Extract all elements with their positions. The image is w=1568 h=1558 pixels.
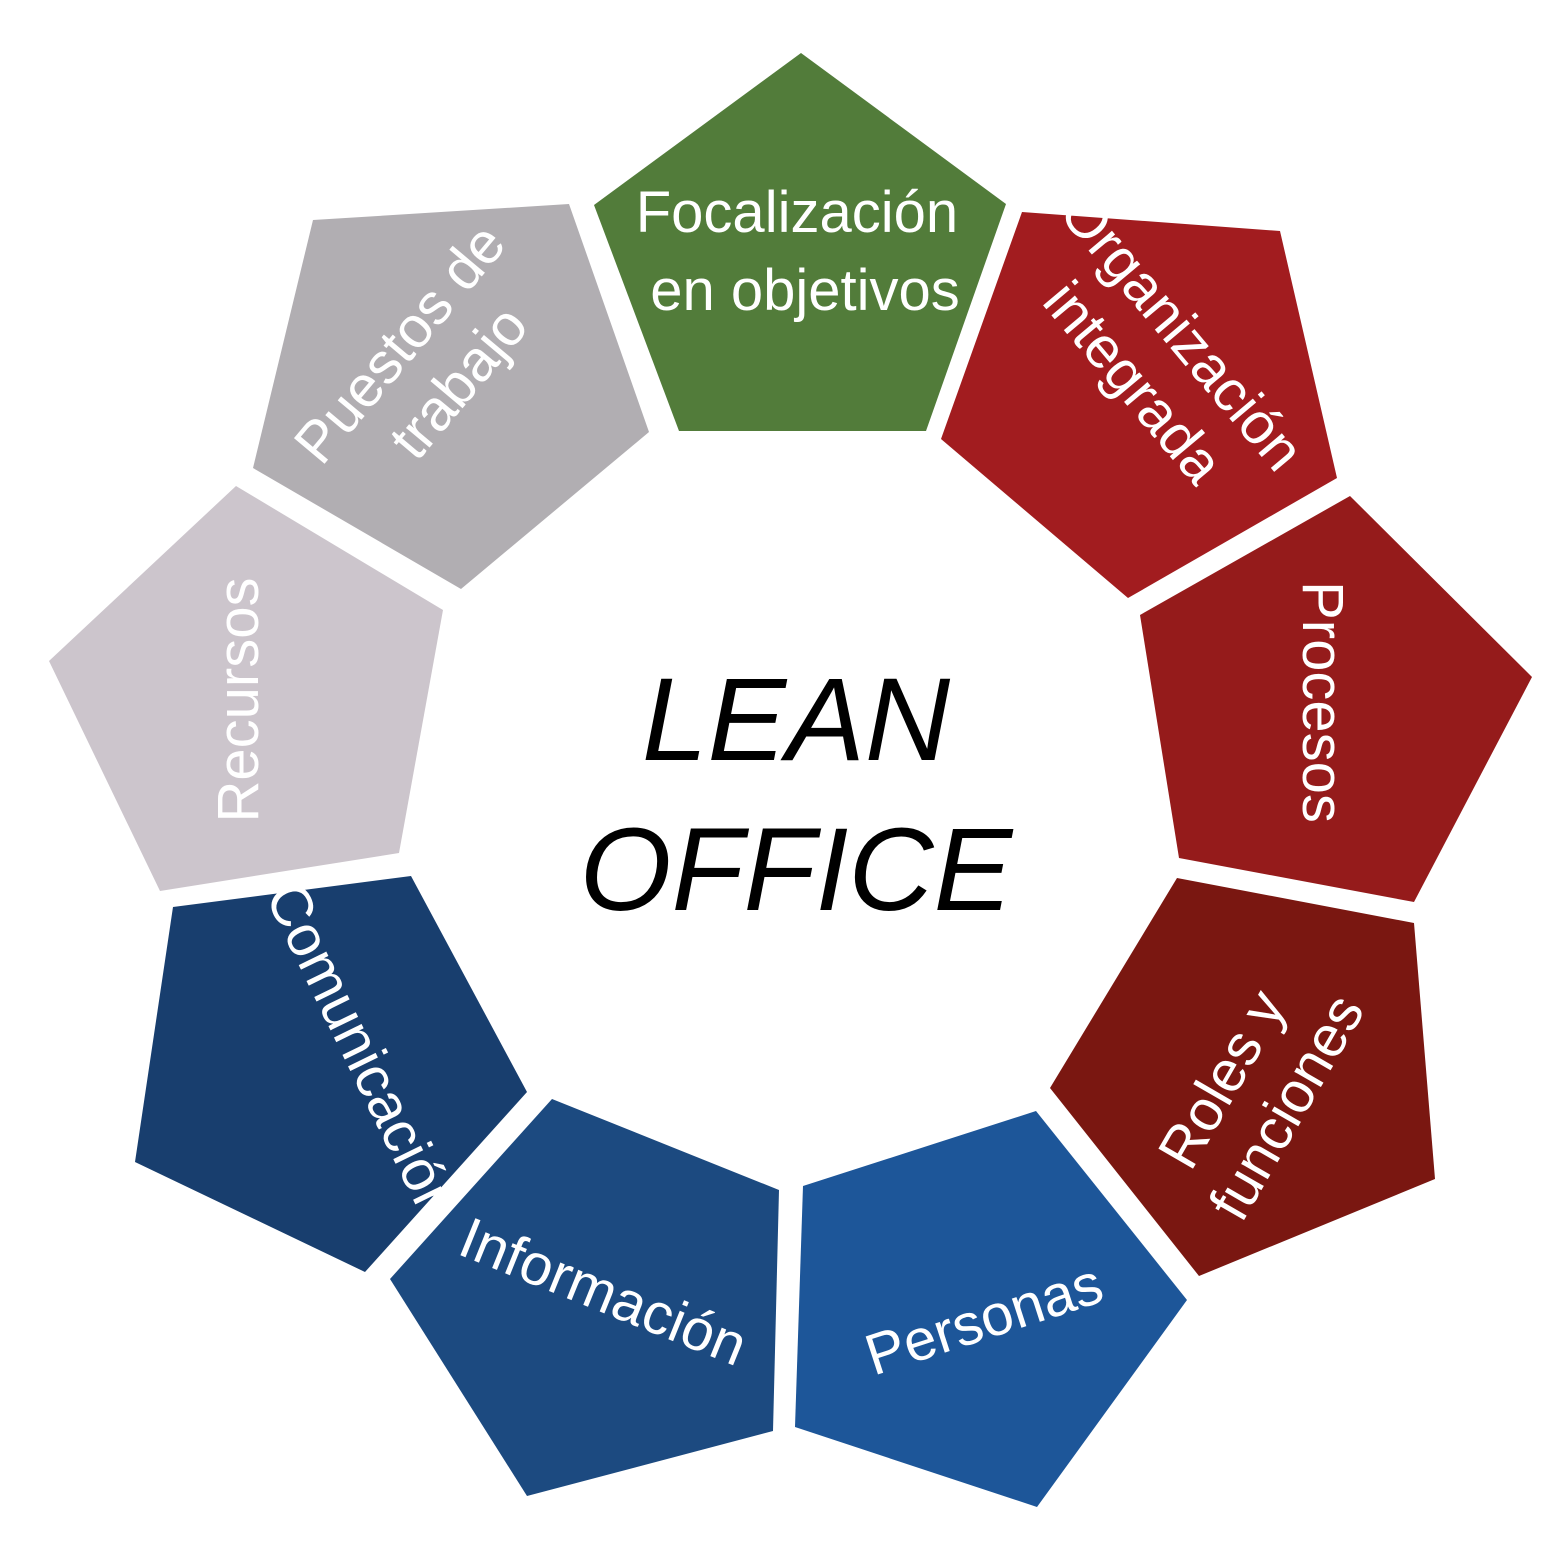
segment-roles: Roles y funciones (1050, 878, 1435, 1276)
segment-puestos: Puestos de trabajo (253, 204, 649, 589)
segment-informacion-shape (390, 1099, 779, 1496)
segment-recursos-shape (49, 486, 443, 891)
center-title-line1: LEAN (642, 654, 951, 786)
segment-personas-shape (795, 1111, 1187, 1507)
segment-recursos-label: Recursos (206, 578, 271, 823)
center-title: LEAN OFFICE (580, 654, 1014, 936)
center-title-line2: OFFICE (580, 804, 1014, 936)
segment-comunicacion: Comunicación (135, 872, 527, 1272)
segment-procesos-shape (1140, 496, 1532, 902)
segment-procesos: Procesos (1140, 496, 1532, 902)
segment-personas: Personas (795, 1111, 1187, 1507)
segment-roles-shape (1050, 878, 1435, 1276)
segment-focalizacion: Focalización en objetivos (594, 53, 1006, 431)
segment-puestos-shape (253, 204, 649, 589)
segment-procesos-label: Procesos (1290, 581, 1355, 823)
segment-informacion: Información (390, 1099, 779, 1496)
segment-comunicacion-shape (135, 876, 527, 1272)
segment-organizacion: Organización integrada (941, 180, 1337, 598)
segment-focalizacion-shape (594, 53, 1006, 431)
segment-organizacion-shape (941, 212, 1337, 598)
segment-focalizacion-label: Focalización en objetivos (636, 180, 975, 323)
segment-recursos: Recursos (49, 486, 443, 891)
